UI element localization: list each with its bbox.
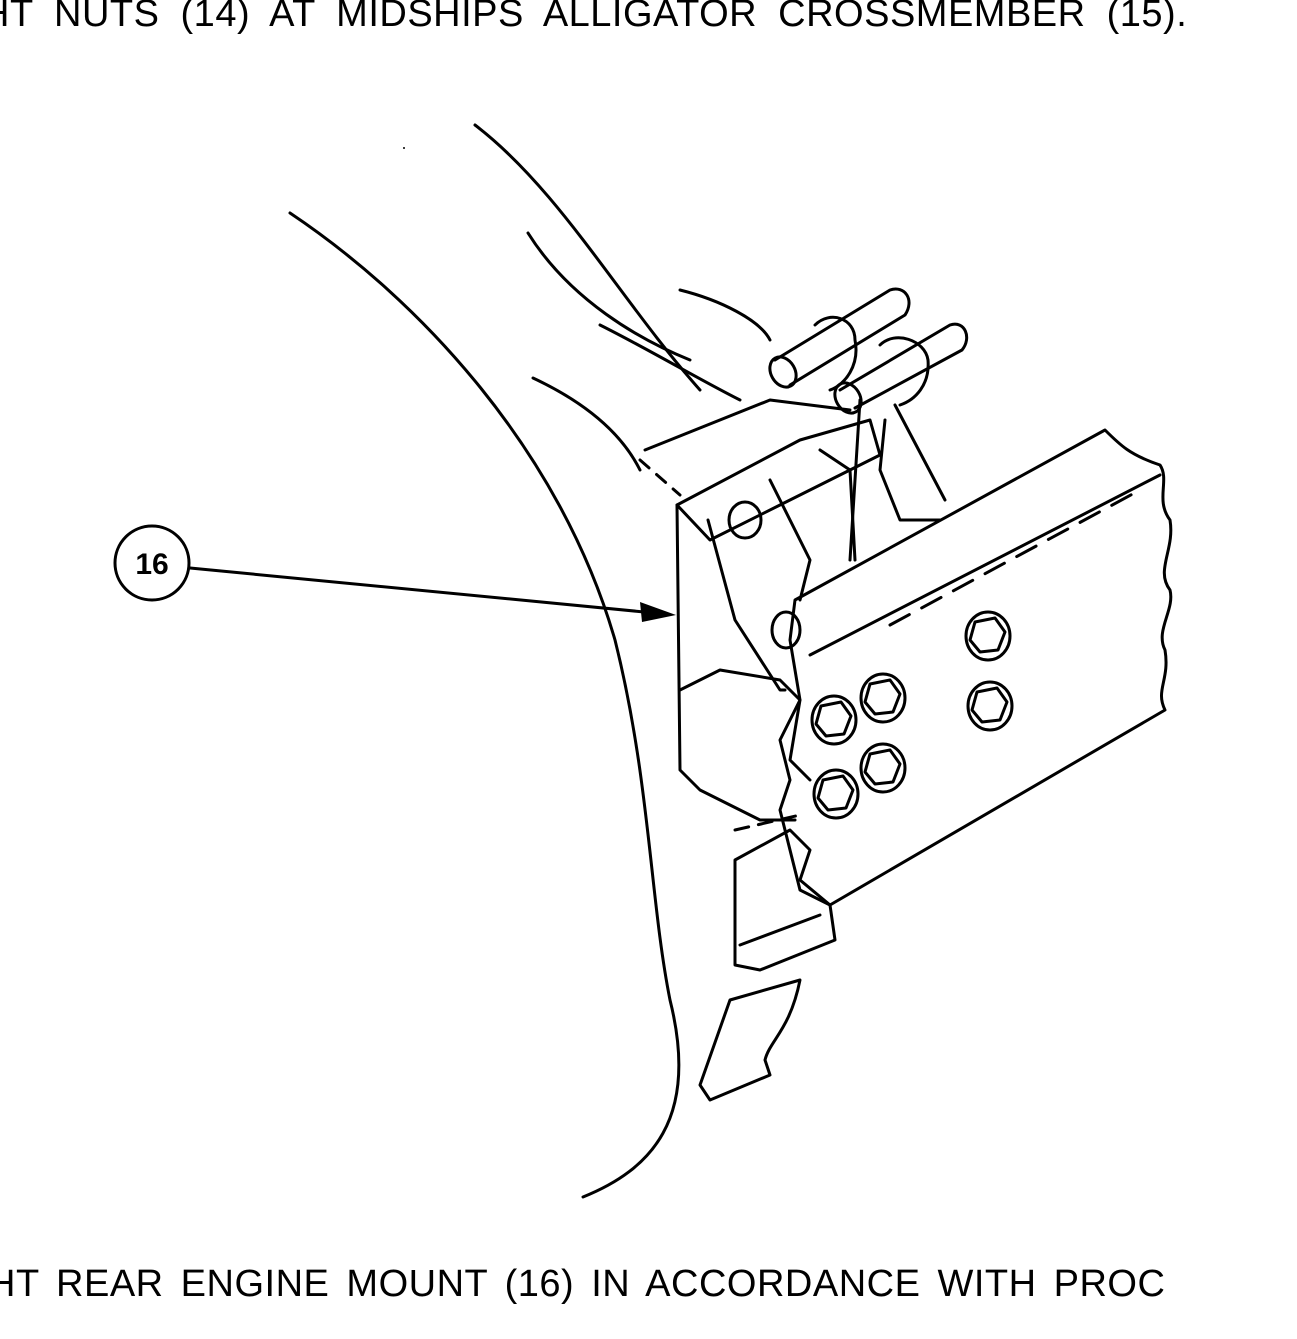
frame-rail-plate — [778, 428, 1173, 907]
stray-dot — [403, 147, 405, 149]
mount-dashed-top — [638, 458, 682, 497]
bolt-icon — [770, 610, 802, 650]
fender-outer-curve — [288, 211, 681, 1199]
frame-rail-top-edge — [808, 473, 1162, 657]
hose-assembly — [768, 287, 969, 562]
lower-hook-inner — [738, 913, 822, 947]
callout-circle — [113, 524, 191, 602]
contour-line-2 — [598, 323, 742, 402]
mount-bracket-fold — [678, 668, 812, 782]
bolt-icon — [859, 672, 907, 724]
instruction-line-top: HT NUTS (14) AT MIDSHIPS ALLIGATOR CROSS… — [0, 0, 1188, 35]
callout-leader-line — [188, 566, 667, 616]
contour-line-4 — [678, 288, 772, 342]
frame-rail-dashed — [888, 488, 1142, 627]
bolt-icon — [727, 500, 763, 540]
callout-number: 16 — [135, 548, 168, 581]
bolt-icon — [812, 768, 860, 820]
mount-bracket-rib — [768, 478, 812, 602]
bolt-icon — [966, 680, 1014, 732]
lower-bracket — [733, 828, 837, 972]
lower-hook — [698, 978, 802, 1102]
contour-line-3 — [531, 376, 642, 472]
mount-bracket-edge — [706, 518, 787, 692]
bolt-icon — [964, 610, 1012, 662]
mount-bracket-front — [675, 503, 797, 822]
bolt-icon — [810, 694, 858, 746]
callout-16: 16 — [113, 524, 676, 622]
lower-bracket-dashed — [733, 813, 802, 832]
mount-top-edge — [643, 398, 852, 452]
callout-arrowhead — [640, 602, 676, 622]
contour-line-1 — [526, 231, 692, 362]
bolt-icon — [859, 742, 907, 794]
fender-inner-curve — [473, 123, 702, 392]
bolt-group — [727, 500, 1014, 820]
instruction-line-bottom: HT REAR ENGINE MOUNT (16) IN ACCORDANCE … — [0, 1263, 1166, 1305]
